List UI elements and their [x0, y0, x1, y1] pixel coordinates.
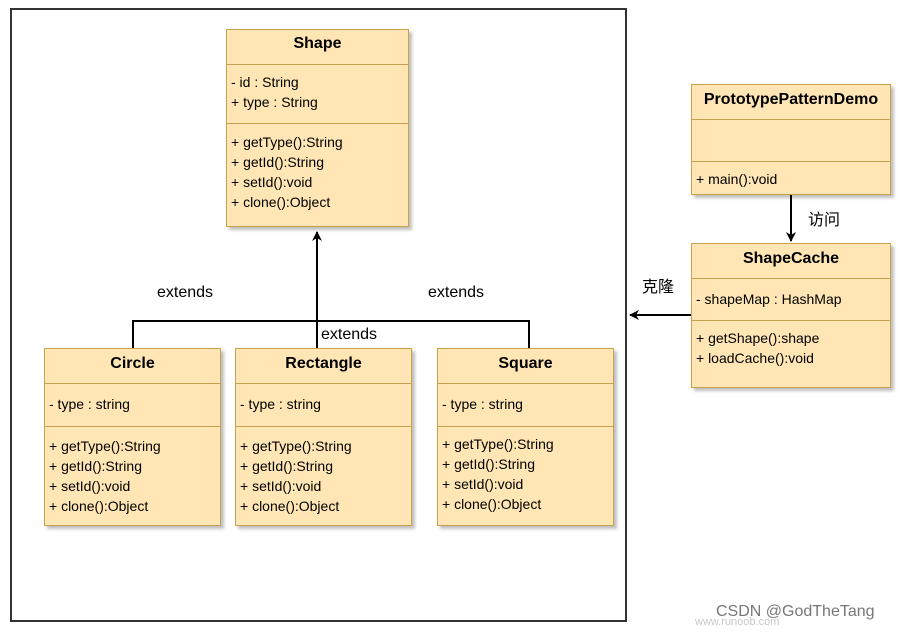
class-attributes: - id : String + type : String — [227, 65, 408, 124]
class-operations: + getType():String + getId():String + se… — [227, 124, 408, 218]
class-shape-cache: ShapeCache - shapeMap : HashMap + getSha… — [691, 243, 891, 388]
attribute: - type : string — [442, 396, 523, 412]
operation: + clone():Object — [49, 498, 149, 514]
inherit-line-circle — [132, 320, 317, 348]
operation: + main():void — [696, 171, 778, 187]
class-name: Rectangle — [236, 349, 411, 384]
operation: + loadCache():void — [696, 350, 814, 366]
operation: + setId():void — [442, 476, 524, 492]
operation: + setId():void — [240, 478, 322, 494]
operation: + getType():String — [231, 134, 343, 150]
operation: + getType():String — [49, 438, 161, 454]
inherit-line-square — [317, 320, 530, 348]
attribute: - type : string — [240, 396, 321, 412]
operation: + getType():String — [240, 438, 352, 454]
extends-label-right: extends — [428, 284, 485, 301]
attribute: - id : String — [231, 74, 299, 90]
class-attributes: - type : string — [438, 384, 613, 427]
csdn-watermark: CSDN @GodTheTang — [716, 603, 875, 620]
operation: + clone():Object — [442, 496, 542, 512]
class-operations: + getType():String + getId():String + se… — [236, 427, 411, 522]
class-operations: + main():void — [692, 162, 890, 195]
operation: + clone():Object — [231, 194, 331, 210]
class-attributes: - type : string — [45, 384, 220, 427]
class-name: Square — [438, 349, 613, 384]
runoob-watermark: www.runoob.com — [695, 616, 780, 628]
class-name: ShapeCache — [692, 244, 890, 279]
operation: + clone():Object — [240, 498, 340, 514]
operation: + setId():void — [49, 478, 131, 494]
extends-label-left: extends — [157, 284, 214, 301]
operation: + getId():String — [231, 154, 324, 170]
operation: + getType():String — [442, 436, 554, 452]
class-prototype-pattern-demo: PrototypePatternDemo + main():void — [691, 84, 891, 195]
extends-label-center: extends — [321, 326, 378, 343]
clone-label: 克隆 — [642, 279, 675, 296]
class-name: PrototypePatternDemo — [692, 85, 890, 120]
attribute: + type : String — [231, 94, 318, 110]
operation: + getId():String — [442, 456, 535, 472]
class-operations: + getType():String + getId():String + se… — [45, 427, 220, 522]
operation: + getId():String — [49, 458, 142, 474]
class-operations: + getType():String + getId():String + se… — [438, 427, 613, 520]
diagram-frame — [10, 8, 627, 622]
operation: + getShape():shape — [696, 330, 820, 346]
class-operations: + getShape():shape + loadCache():void — [692, 321, 890, 374]
operation: + setId():void — [231, 174, 313, 190]
class-attributes: - shapeMap : HashMap — [692, 279, 890, 321]
class-rectangle: Rectangle - type : string + getType():St… — [235, 348, 412, 526]
class-shape: Shape - id : String + type : String + ge… — [226, 29, 409, 227]
attribute: - shapeMap : HashMap — [696, 291, 842, 307]
visit-label: 访问 — [808, 212, 841, 229]
class-name: Shape — [227, 30, 408, 65]
class-circle: Circle - type : string + getType():Strin… — [44, 348, 221, 526]
operation: + getId():String — [240, 458, 333, 474]
class-attributes — [692, 120, 890, 162]
attribute: - type : string — [49, 396, 130, 412]
class-square: Square - type : string + getType():Strin… — [437, 348, 614, 526]
class-name: Circle — [45, 349, 220, 384]
class-attributes: - type : string — [236, 384, 411, 427]
